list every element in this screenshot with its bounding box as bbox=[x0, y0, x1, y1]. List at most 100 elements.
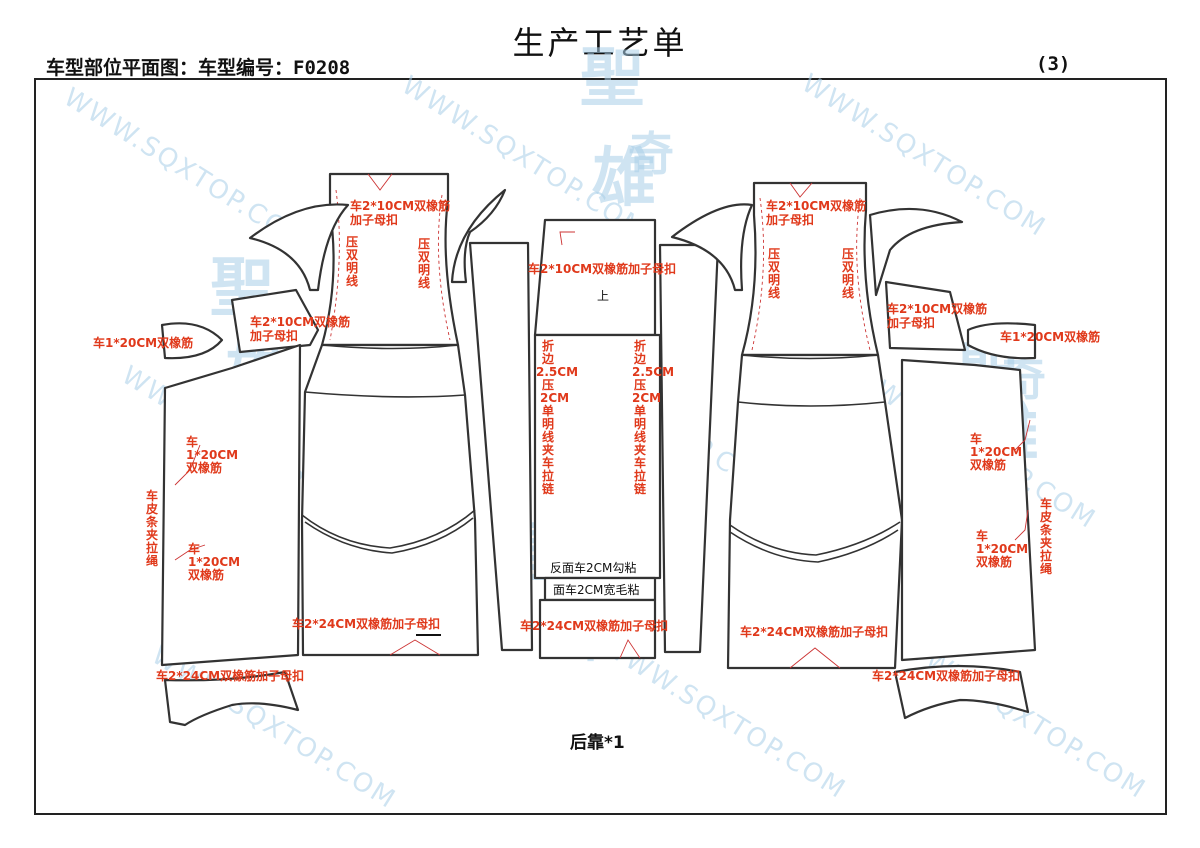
pattern-piece-left-strap bbox=[468, 241, 534, 652]
pattern-piece-center-top bbox=[533, 218, 657, 337]
pattern-piece-left-horn-2 bbox=[450, 188, 507, 284]
label-collar: 车2*10CM双橡筋 bbox=[766, 198, 866, 213]
right-pattern-group bbox=[670, 181, 1037, 720]
label-fold-edge-b: 2CM bbox=[632, 391, 661, 405]
label-fold-edge-a: 拉 bbox=[542, 468, 554, 483]
labels-center: 车2*10CM双橡筋加子母扣 上 折 边 2.5CM 压 2CM 单 明 线 夹… bbox=[520, 261, 676, 633]
watermark-logo-char: 聖 bbox=[580, 41, 644, 116]
watermark-logo-char: 雄 bbox=[592, 141, 656, 216]
label-side-elastic: 车 bbox=[970, 431, 982, 446]
pattern-piece-left-side bbox=[160, 343, 302, 667]
page-number: (3) bbox=[1036, 53, 1071, 75]
label-side-elastic: 1*20CM bbox=[970, 445, 1022, 459]
label-skin-strip: 绳 bbox=[1040, 561, 1052, 576]
label-fold-edge-a: 边 bbox=[541, 351, 555, 366]
pattern-piece-right-horn bbox=[670, 203, 754, 292]
piece-caption: 后靠*1 bbox=[570, 733, 625, 753]
pattern-piece-right-bottom bbox=[893, 664, 1030, 720]
label-press-stitch: 双 bbox=[768, 260, 780, 274]
label-press-stitch-b: 明 bbox=[418, 263, 430, 277]
center-pattern-group bbox=[533, 218, 720, 660]
label-hem: 车2*24CM双橡筋加子母扣 bbox=[292, 616, 440, 631]
label-skin-strip: 拉 bbox=[146, 540, 158, 555]
label-fold-edge-a: 2.5CM bbox=[536, 365, 578, 379]
label-fold-edge-b: 边 bbox=[633, 351, 647, 366]
label-fold-edge-b: 车 bbox=[634, 455, 646, 470]
label-skin-strip: 皮 bbox=[1039, 509, 1052, 524]
label-yoke-2: 加子母扣 bbox=[249, 328, 298, 343]
label-cuff: 车1*20CM双橡筋 bbox=[93, 335, 193, 350]
label-press-stitch-b: 压 bbox=[418, 237, 430, 251]
label-reverse-velcro: 反面车2CM勾粘 bbox=[550, 560, 636, 575]
label-cuff: 车1*20CM双橡筋 bbox=[1000, 329, 1100, 344]
label-center-top: 车2*10CM双橡筋加子母扣 bbox=[528, 261, 676, 276]
pattern-piece-right-side bbox=[900, 358, 1037, 662]
pattern-piece-center-strap bbox=[658, 243, 720, 654]
model-subtitle: 车型部位平面图：车型编号：F0208 bbox=[46, 57, 351, 79]
label-skin-strip: 车 bbox=[1040, 496, 1052, 511]
label-side-elastic-b: 车 bbox=[188, 541, 200, 556]
label-fold-edge-a: 明 bbox=[542, 417, 554, 431]
label-press-stitch: 明 bbox=[346, 261, 358, 275]
labels-right: 车2*10CM双橡筋 加子母扣 压 双 明 线 压 双 明 线 车2*10CM双… bbox=[740, 198, 1100, 683]
pattern-piece-left-body bbox=[300, 343, 480, 657]
label-skin-strip: 夹 bbox=[146, 527, 158, 542]
label-fold-edge-a: 压 bbox=[542, 378, 554, 392]
label-skin-strip: 夹 bbox=[1040, 535, 1052, 550]
label-skin-strip: 绳 bbox=[146, 553, 158, 568]
pattern-piece-left-bottom bbox=[163, 670, 300, 727]
label-skin-strip: 车 bbox=[146, 488, 158, 503]
label-press-stitch-b: 线 bbox=[842, 285, 854, 300]
label-hem-2: 车2*24CM双橡筋加子母扣 bbox=[872, 668, 1020, 683]
pattern-piece-center-main bbox=[533, 333, 662, 580]
label-fold-edge-b: 链 bbox=[634, 481, 647, 496]
label-press-stitch-b: 压 bbox=[842, 247, 854, 261]
label-side-elastic-b: 车 bbox=[976, 528, 988, 543]
label-press-stitch-b: 双 bbox=[418, 250, 430, 264]
label-yoke-2: 加子母扣 bbox=[886, 315, 935, 330]
pattern-piece-left-cuff bbox=[160, 322, 224, 360]
label-yoke: 车2*10CM双橡筋 bbox=[250, 314, 350, 329]
label-collar: 车2*10CM双橡筋 bbox=[350, 198, 450, 213]
label-fold-edge-a: 线 bbox=[542, 429, 554, 444]
label-side-elastic: 双橡筋 bbox=[186, 460, 222, 475]
pattern-piece-left-yoke bbox=[230, 288, 320, 354]
pattern-piece-right-horn-2 bbox=[868, 207, 964, 297]
label-fold-edge-a: 夹 bbox=[542, 442, 554, 457]
watermark-logo-char: 奇 bbox=[628, 127, 674, 181]
label-fold-edge-a: 车 bbox=[542, 455, 554, 470]
label-fold-edge-a: 链 bbox=[542, 481, 555, 496]
label-side-elastic-b: 1*20CM bbox=[976, 542, 1028, 556]
label-fold-edge-b: 2.5CM bbox=[632, 365, 674, 379]
label-skin-strip: 拉 bbox=[1040, 548, 1052, 563]
label-press-stitch-b: 线 bbox=[418, 275, 430, 290]
label-up: 上 bbox=[597, 289, 609, 303]
label-fold-edge-a: 单 bbox=[542, 403, 554, 418]
pattern-piece-right-cuff bbox=[966, 322, 1037, 360]
label-side-elastic-b: 双橡筋 bbox=[188, 567, 224, 582]
label-yoke: 车2*10CM双橡筋 bbox=[887, 301, 987, 316]
label-side-elastic-b: 1*20CM bbox=[188, 555, 240, 569]
label-press-stitch: 双 bbox=[346, 248, 358, 262]
left-pattern-group bbox=[160, 172, 534, 727]
label-press-stitch-b: 明 bbox=[842, 273, 854, 287]
label-press-stitch-b: 双 bbox=[842, 260, 854, 274]
label-fold-edge-a: 折 bbox=[542, 338, 554, 353]
label-collar-2: 加子母扣 bbox=[349, 212, 398, 227]
label-press-stitch: 线 bbox=[768, 285, 780, 300]
label-fold-edge-b: 线 bbox=[634, 429, 646, 444]
watermark-url: WWW.SQXTOP.COM bbox=[146, 640, 401, 815]
label-fold-edge-b: 夹 bbox=[634, 442, 646, 457]
label-skin-strip: 条 bbox=[145, 514, 159, 529]
label-side-elastic: 双橡筋 bbox=[970, 457, 1006, 472]
label-fold-edge-b: 明 bbox=[634, 417, 646, 431]
label-press-stitch: 压 bbox=[346, 235, 358, 249]
label-press-stitch: 压 bbox=[768, 247, 780, 261]
label-hem-2: 车2*24CM双橡筋加子母扣 bbox=[156, 668, 304, 683]
label-fold-edge-b: 折 bbox=[634, 338, 646, 353]
pattern-piece-right-yoke bbox=[884, 280, 967, 352]
label-face-velcro: 面车2CM宽毛粘 bbox=[553, 582, 639, 597]
label-collar-2: 加子母扣 bbox=[765, 212, 814, 227]
pattern-piece-left-horn bbox=[248, 203, 350, 292]
